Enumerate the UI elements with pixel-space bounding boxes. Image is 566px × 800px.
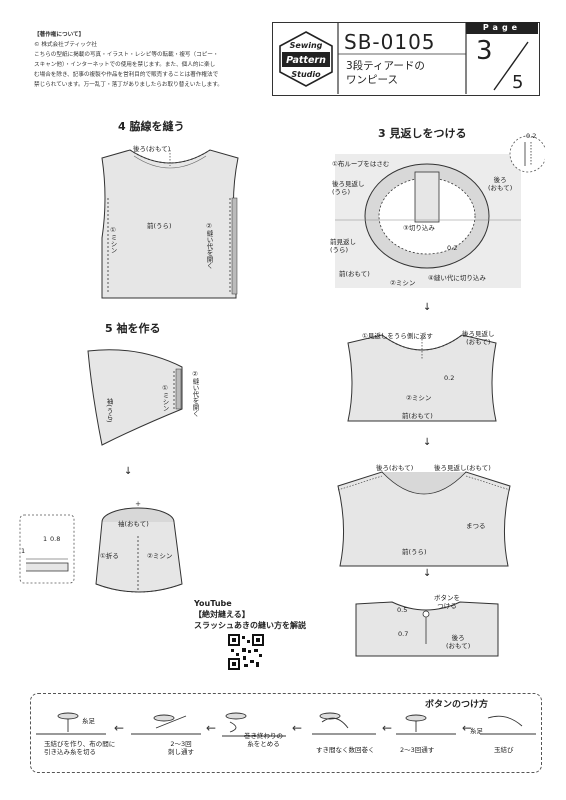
step4-front-label: 前(うら) <box>147 222 172 230</box>
copyright-line: こちらの型紙に掲載の写真・イラスト・レシピ等の転載・複写（コピー・ <box>34 52 219 58</box>
step3-stitch-label: ②ミシン <box>406 394 432 402</box>
step3-val-05: 0.5 <box>397 606 408 614</box>
svg-text:←: ← <box>292 721 302 735</box>
step3-back-face-label: 後ろ (おもて) <box>488 176 513 192</box>
logo-line1: Sewing <box>290 41 323 50</box>
copyright-line: 【著作権について】 <box>34 32 85 38</box>
studio-logo: Sewing Pattern Studio <box>279 31 333 87</box>
step3-front-inner-label: 前(うら) <box>402 548 427 556</box>
button-attach-title: ボタンのつけ方 <box>425 700 489 710</box>
copyright-line: © 株式会社ブティック社 <box>34 42 97 48</box>
step5-sleeve-diagram <box>87 349 183 446</box>
page-total: 5 <box>512 72 524 93</box>
title-line2: ワンピース <box>346 74 398 86</box>
copyright-line: 禁じられています。万一乱丁・落丁がありましたらお取り替えいたします。 <box>34 82 223 88</box>
step3-button-attach-label: ボタンを つける <box>434 594 460 610</box>
step3-back-facing2-label: 後ろ見返し (おもて) <box>462 330 495 346</box>
button-attach-panel <box>30 693 542 773</box>
down-arrow-icon: ↓ <box>124 466 133 477</box>
logo-line2: Pattern <box>286 55 326 66</box>
svg-text:+: + <box>135 500 141 508</box>
svg-text:←: ← <box>462 721 472 735</box>
step5-sleeve-label: 袖(うら) <box>105 398 113 423</box>
step3-front-face2-label: 前(おもて) <box>402 412 433 420</box>
step3-facing-diagram <box>335 135 545 288</box>
detail-1: 1 <box>43 535 48 543</box>
step3-clip-label: ④縫い代に切り込み <box>428 274 486 282</box>
step4-diagram <box>101 149 239 299</box>
step3-back-facing-label: 後ろ見返し (うら) <box>332 180 365 196</box>
step3-front-facing-label: 前見返し (うら) <box>330 238 356 254</box>
step5-stitch2-label: ②ミシン <box>147 552 173 560</box>
copyright-line: む場合を除き、記事の複製や作品を営利目的で販売することは著作権法で <box>34 72 219 78</box>
step3-back-face4-label: 後ろ (おもて) <box>446 634 471 650</box>
title-line1: 3段ティアードの <box>346 60 425 72</box>
step3-val-02b: 0.2 <box>444 374 455 382</box>
youtube-line1: YouTube <box>194 599 232 608</box>
down-arrow-icon: ↓ <box>423 437 432 448</box>
copyright-notice: 【著作権について】 © 株式会社ブティック社 こちらの型紙に掲載の写真・イラスト… <box>34 30 266 90</box>
pattern-title: 3段ティアードの ワンピース <box>346 59 425 87</box>
button-knot-label: 玉結び <box>494 746 514 754</box>
detail-1b: 1 <box>21 547 26 555</box>
step3-turn-label: ①見返しをうら側に返す <box>362 332 433 340</box>
youtube-line3: スラッシュあきの縫い方を解説 <box>194 621 306 630</box>
step3-cut-label: ③切り込み <box>403 224 435 232</box>
logo-line3: Studio <box>291 70 321 79</box>
step3-button-diagram <box>355 601 499 657</box>
pattern-code: SB-0105 <box>344 30 436 54</box>
button-steps-diagram: ← ← ← ← ← <box>36 712 536 737</box>
button-thread-label: 糸足 <box>82 717 95 725</box>
step3-tack-label: まつる <box>466 522 486 530</box>
button-pass-label: 2～3回通す <box>400 746 435 754</box>
down-arrow-icon: ↓ <box>423 302 432 313</box>
qr-code-icon[interactable] <box>228 634 264 670</box>
svg-text:←: ← <box>382 721 392 735</box>
button-finish-label: 玉結びを作り、布の間に 引き込み糸を切る <box>44 740 116 756</box>
step4-stitch-label: ①ミシン <box>109 226 117 254</box>
step5-stitch-label: ①ミシン <box>161 384 169 412</box>
step3-back-face3-label: 後ろ(おもて) <box>376 464 414 472</box>
step3-title: 3 見返しをつける <box>378 127 467 140</box>
button-wrap-label: すき間なく数回巻く <box>316 746 375 754</box>
page-slash <box>493 41 529 91</box>
down-arrow-icon: ↓ <box>423 568 432 579</box>
step4-title: 4 脇線を縫う <box>118 120 185 133</box>
step4-back-label: 後ろ(おもて) <box>133 145 171 153</box>
step3-loop-label: ①布ループをはさむ <box>332 160 390 168</box>
step5-sleeve-tube-diagram: + <box>95 500 183 593</box>
step5-fold-label: ①折る <box>100 552 119 560</box>
step3-back-facing3-label: 後ろ見返し(おもて) <box>434 464 491 472</box>
youtube-block: YouTube 【絶対縫える】 スラッシュあきの縫い方を解説 <box>194 598 306 631</box>
page-label: Page <box>466 22 538 34</box>
step5-press-label: ②縫い代を開く <box>191 370 199 417</box>
step3-tack-diagram <box>337 471 511 567</box>
step4-press-label: ②縫い代を開く <box>205 222 213 269</box>
step5-sleeve-face-label: 袖(おもて) <box>118 520 149 528</box>
copyright-line: スキャン他）・インターネットでの使用を禁じます。また、個人的に楽し <box>34 62 216 68</box>
svg-text:←: ← <box>114 721 124 735</box>
step3-turned-diagram <box>347 334 497 422</box>
step5-hem-detail <box>19 514 75 584</box>
pattern-header <box>272 22 540 96</box>
detail-08: 0.8 <box>50 535 61 543</box>
step3-detail-02: 0.2 <box>526 132 537 140</box>
step3-front-face-label: 前(おもて) <box>339 270 370 278</box>
step5-title: 5 袖を作る <box>105 322 161 335</box>
header-dividers <box>337 22 467 94</box>
page-number: 3 <box>476 36 493 66</box>
step3-val-02: 0.2 <box>447 244 458 252</box>
step3-seam-label: ②ミシン <box>390 279 416 287</box>
youtube-line2: 【絶対縫える】 <box>194 610 250 619</box>
step3-val-07: 0.7 <box>398 630 409 638</box>
button-pass2-label: 2～3回 刺し通す <box>168 740 194 756</box>
svg-text:←: ← <box>206 721 216 735</box>
button-end-label: 巻き終わりの 糸をとめる <box>244 732 283 748</box>
button-thread2-label: 糸足 <box>470 727 483 735</box>
